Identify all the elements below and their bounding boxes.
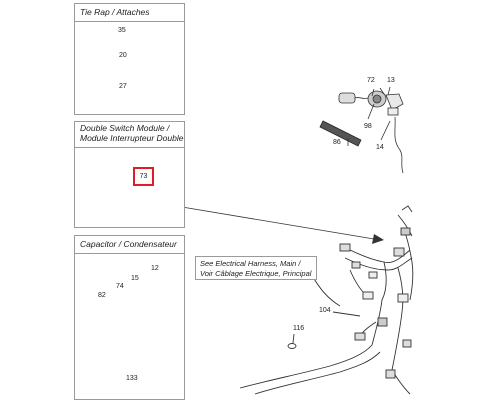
double-switch-panel-title: Double Switch Module / Module Interrupte… (75, 122, 184, 148)
callout-72: 72 (367, 77, 375, 84)
double-switch-title-line1: Double Switch Module / (80, 123, 170, 133)
callout-14: 14 (376, 144, 384, 151)
callout-35: 35 (118, 27, 126, 34)
switch-leader-line (181, 206, 384, 244)
callout-86: 86 (333, 139, 341, 146)
capacitor-panel-title: Capacitor / Condensateur (75, 236, 184, 254)
tie-rap-panel-title: Tie Rap / Attaches (75, 4, 184, 22)
callout-15: 15 (131, 275, 139, 282)
callout-82: 82 (98, 292, 106, 299)
callout-20: 20 (119, 52, 127, 59)
main-harness-shape (239, 205, 414, 395)
harness-note-line1: See Electrical Harness, Main / (200, 259, 301, 268)
harness-reference-note: See Electrical Harness, Main / Voir Câbl… (195, 256, 317, 280)
callout-116: 116 (293, 325, 305, 332)
callout-74: 74 (116, 283, 124, 290)
double-switch-panel: Double Switch Module / Module Interrupte… (74, 121, 185, 228)
callout-12: 12 (151, 265, 159, 272)
harness-note-line2: Voir Câblage Electrique, Principal (200, 268, 312, 278)
capacitor-panel: Capacitor / Condensateur (74, 235, 185, 400)
top-right-components (319, 86, 404, 174)
highlighted-part-73[interactable]: 73 (133, 167, 154, 186)
callout-133: 133 (126, 375, 138, 382)
callout-13: 13 (387, 77, 395, 84)
tie-rap-panel: Tie Rap / Attaches (74, 3, 185, 115)
callout-104: 104 (319, 307, 331, 314)
double-switch-title-line2: Module Interrupteur Double (80, 132, 184, 143)
callout-27: 27 (119, 83, 127, 90)
callout-98: 98 (364, 123, 372, 130)
